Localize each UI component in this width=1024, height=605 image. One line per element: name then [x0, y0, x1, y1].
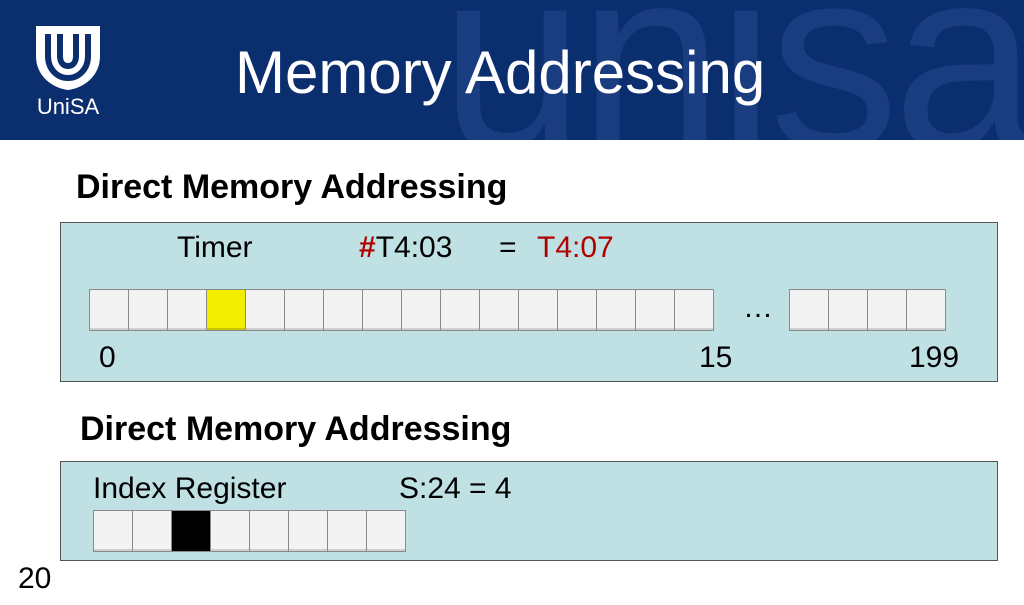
index-expression: S:24 = 4: [399, 472, 512, 505]
memory-cell: [327, 510, 366, 552]
address-expression: #T4:03: [359, 231, 452, 265]
memory-cell: [93, 510, 132, 552]
index-register-label: Index Register: [93, 472, 287, 505]
index-mid-label: 15: [699, 341, 733, 374]
memory-cell: [557, 289, 596, 331]
memory-cell: [323, 289, 362, 331]
unisa-logo: UniSA: [18, 22, 118, 122]
header-watermark: unisa: [440, 0, 1024, 140]
memory-cell: [479, 289, 518, 331]
result-address: T4:07: [537, 231, 614, 264]
memory-cell-highlighted: [206, 289, 245, 331]
memory-cell: [440, 289, 479, 331]
logo-text: UniSA: [36, 94, 100, 119]
slide-title: Memory Addressing: [235, 39, 766, 106]
memory-cell: [245, 289, 284, 331]
memory-cell: [789, 289, 828, 331]
index-start-label: 0: [99, 341, 116, 374]
memory-cells-main: [89, 289, 714, 331]
memory-cell: [167, 289, 206, 331]
memory-cell: [89, 289, 128, 331]
hash-symbol: #: [359, 231, 376, 264]
index-register-panel: Index Register S:24 = 4: [60, 461, 998, 561]
memory-cell: [518, 289, 557, 331]
ellipsis: …: [743, 291, 773, 324]
direct-addressing-panel: Timer #T4:03 = T4:07 … 0 15 199: [60, 222, 998, 382]
index-register-cells: [93, 510, 406, 552]
unisa-shield-icon: [36, 26, 100, 90]
source-address: T4:03: [375, 231, 453, 264]
index-end-label: 199: [909, 341, 960, 374]
memory-cells-tail: [789, 289, 946, 331]
memory-cell: [401, 289, 440, 331]
timer-label: Timer: [177, 231, 253, 264]
memory-cell: [132, 510, 171, 552]
memory-cell: [867, 289, 906, 331]
memory-cell: [210, 510, 249, 552]
memory-cell: [674, 289, 714, 331]
section2-heading: Direct Memory Addressing: [80, 410, 512, 448]
slide-header: unisa UniSA Memory Addressing: [0, 0, 1024, 140]
memory-cell: [128, 289, 167, 331]
memory-cell: [288, 510, 327, 552]
memory-cell: [906, 289, 946, 331]
memory-cell: [596, 289, 635, 331]
memory-cell: [362, 289, 401, 331]
memory-cell: [828, 289, 867, 331]
memory-cell: [249, 510, 288, 552]
memory-cell: [284, 289, 323, 331]
equals-sign: =: [499, 231, 517, 264]
memory-cell-highlighted: [171, 510, 210, 552]
memory-cell: [635, 289, 674, 331]
slide-number: 20: [18, 562, 52, 595]
memory-cell: [366, 510, 406, 552]
section1-heading: Direct Memory Addressing: [76, 168, 508, 206]
